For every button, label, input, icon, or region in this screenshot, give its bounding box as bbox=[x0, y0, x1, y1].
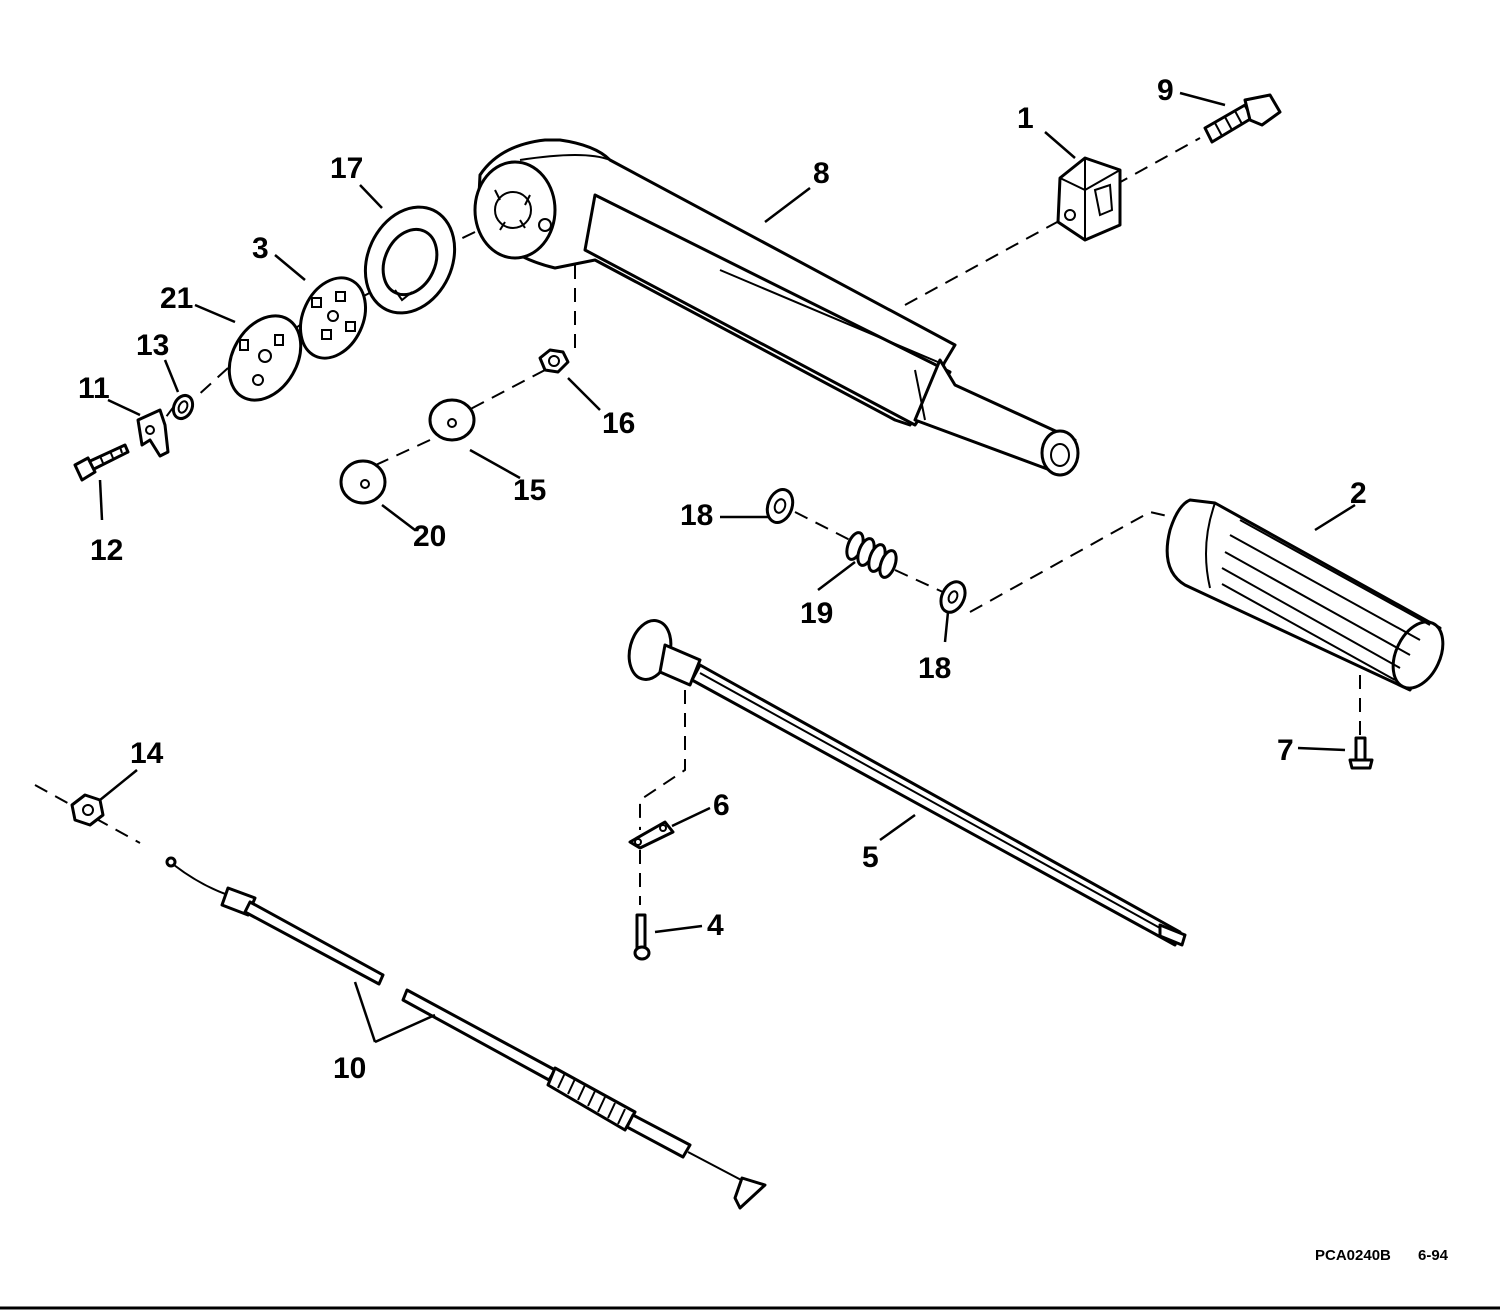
callout-6: 6 bbox=[713, 789, 730, 822]
callout-7: 7 bbox=[1277, 734, 1294, 767]
callout-14: 14 bbox=[130, 737, 164, 770]
throttle-shaft bbox=[627, 619, 1187, 947]
friction-ring bbox=[363, 205, 457, 315]
spring-washer-lower bbox=[939, 580, 967, 614]
reference-code: PCA0240B 6-94 bbox=[1315, 1247, 1449, 1264]
callout-16: 16 bbox=[602, 407, 635, 440]
callout-20: 20 bbox=[413, 520, 446, 553]
callout-labels: 1 2 3 4 5 6 7 8 9 10 11 12 13 14 15 16 1… bbox=[78, 74, 1367, 1085]
spring-washer-upper bbox=[765, 488, 795, 524]
callout-11: 11 bbox=[78, 372, 110, 405]
throttle-cable bbox=[165, 856, 767, 1210]
callout-17: 17 bbox=[330, 152, 363, 185]
twist-grip bbox=[1165, 498, 1445, 692]
callout-10: 10 bbox=[333, 1052, 366, 1085]
tiller-arm bbox=[473, 138, 1080, 477]
callout-18-lower: 18 bbox=[918, 652, 951, 685]
friction-disc bbox=[227, 314, 303, 402]
callout-12: 12 bbox=[90, 534, 123, 567]
callout-8: 8 bbox=[813, 157, 830, 190]
clip-screw bbox=[633, 913, 651, 961]
callout-3: 3 bbox=[252, 232, 269, 265]
callout-2: 2 bbox=[1350, 477, 1367, 510]
leader-lines bbox=[98, 91, 1356, 1044]
callout-15: 15 bbox=[513, 474, 546, 507]
flat-washer bbox=[428, 398, 476, 442]
compression-spring bbox=[845, 531, 898, 579]
callout-13: 13 bbox=[136, 329, 169, 362]
friction-screw bbox=[1203, 93, 1282, 144]
friction-plate bbox=[299, 276, 367, 360]
bracket bbox=[136, 408, 170, 458]
reference-date-text: 6-94 bbox=[1418, 1247, 1449, 1264]
lock-nut bbox=[538, 348, 570, 374]
callout-1: 1 bbox=[1017, 102, 1034, 135]
callout-21: 21 bbox=[160, 282, 193, 315]
callout-19: 19 bbox=[800, 597, 833, 630]
spacer-washer bbox=[339, 459, 387, 505]
hex-nut bbox=[70, 793, 105, 827]
callout-5: 5 bbox=[862, 841, 879, 874]
lock-washer bbox=[171, 393, 195, 421]
retaining-clip bbox=[628, 820, 675, 850]
callout-9: 9 bbox=[1157, 74, 1174, 107]
reference-code-text: PCA0240B bbox=[1315, 1247, 1391, 1264]
callout-18-upper: 18 bbox=[680, 499, 713, 532]
grip-screw bbox=[1348, 736, 1374, 770]
friction-block bbox=[1056, 156, 1122, 242]
hex-bolt bbox=[73, 443, 130, 482]
callout-4: 4 bbox=[707, 909, 724, 942]
